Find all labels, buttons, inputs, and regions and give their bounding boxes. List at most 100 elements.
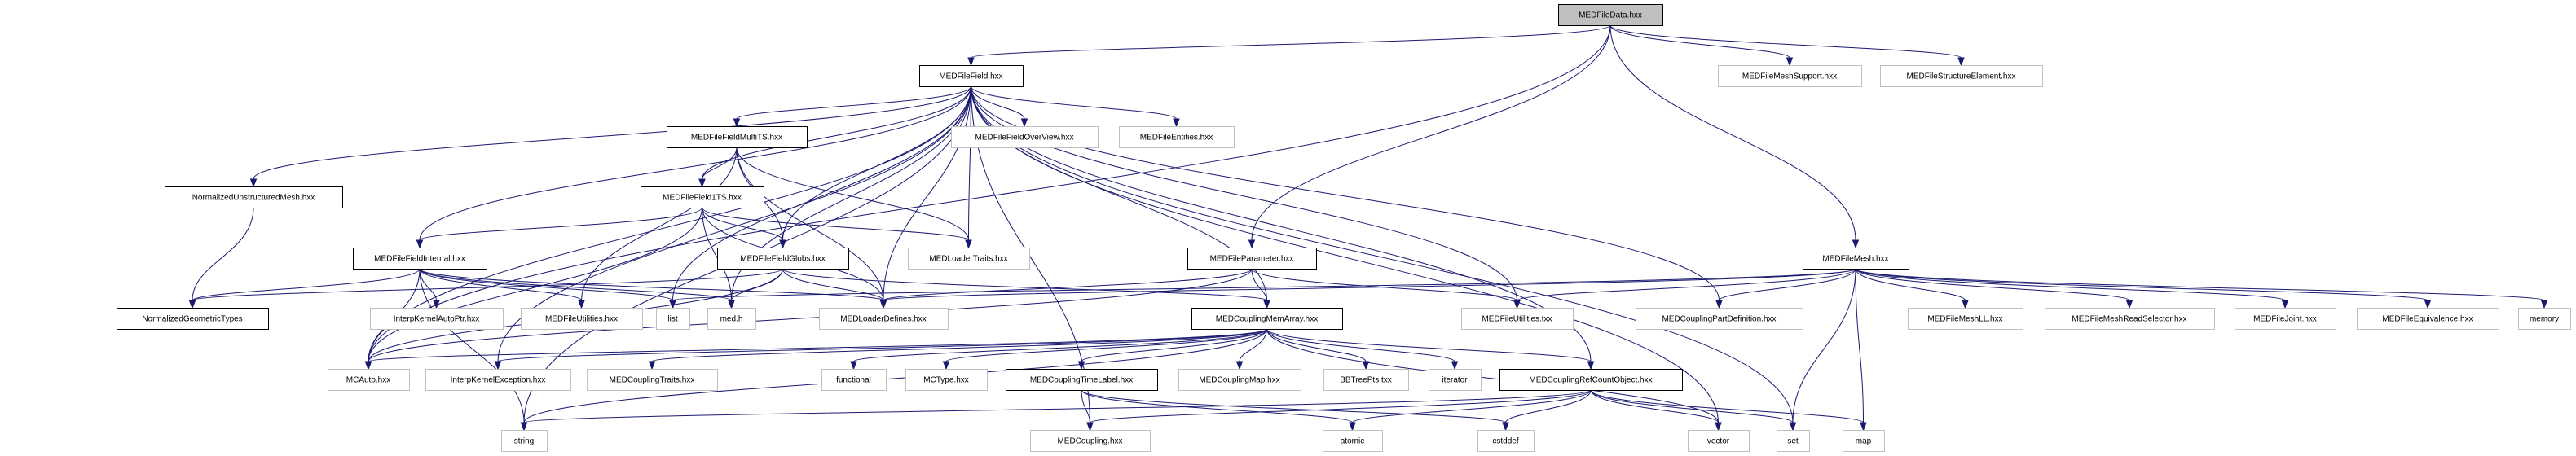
edge-medfile-data-to-medfile-structure-element	[1609, 24, 1965, 67]
node-label: string	[514, 437, 534, 446]
node-medcoupling-time-label[interactable]: MEDCouplingTimeLabel.hxx	[1006, 369, 1158, 391]
node-medfile-parameter[interactable]: MEDFileParameter.hxx	[1187, 248, 1317, 270]
node-map: map	[1843, 430, 1885, 452]
node-label: functional	[836, 376, 871, 385]
edge-medcoupling-ref-count-object-to-atomic	[1349, 389, 1592, 432]
node-medfile-field-internal[interactable]: MEDFileFieldInternal.hxx	[353, 248, 487, 270]
arrowhead-icon	[188, 300, 196, 309]
node-label: MEDCouplingRefCountObject.hxx	[1529, 376, 1652, 385]
node-medfile-data[interactable]: MEDFileData.hxx	[1558, 4, 1663, 26]
node-label: list	[667, 315, 677, 324]
node-medfile-field-multi-ts[interactable]: MEDFileFieldMultiTS.hxx	[667, 126, 808, 148]
node-normalized-geometric-types[interactable]: NormalizedGeometricTypes	[117, 308, 269, 330]
edge-line	[1239, 328, 1267, 362]
arrowhead-icon	[728, 300, 735, 309]
edge-line	[1517, 268, 1856, 301]
node-box	[425, 369, 571, 391]
arrowhead-icon	[1715, 422, 1722, 432]
node-label: MEDFileFieldMultiTS.hxx	[691, 134, 782, 142]
edge-line	[419, 268, 582, 301]
edge-line	[971, 86, 1720, 301]
arrowhead-icon	[1077, 361, 1085, 370]
edge-line	[523, 328, 1267, 423]
edge-medfile-mesh-to-medcoupling-part-definition	[1715, 268, 1856, 309]
edge-line	[1609, 24, 1962, 59]
arrowhead-icon	[1789, 422, 1797, 432]
edge-line	[419, 86, 971, 241]
node-label: MEDFileStructureElement.hxx	[1907, 72, 2016, 81]
edge-line	[1855, 268, 1864, 423]
arrowhead-icon	[1715, 300, 1723, 309]
edge-medcoupling-mem-array-to-medcoupling-ref-count-object	[1266, 328, 1595, 370]
edge-medfile-field-internal-to-normalized-geometric-types	[188, 268, 421, 309]
arrowhead-icon	[1020, 118, 1028, 128]
node-label: MEDFileFieldOverView.hxx	[975, 134, 1074, 142]
node-mctype: MCType.hxx	[905, 369, 988, 391]
edge-medfile-field1-ts-to-medloader-traits	[702, 207, 972, 249]
edge-line	[883, 268, 1253, 301]
edge-line	[971, 86, 1025, 120]
edge-line	[419, 207, 702, 241]
edge-line	[192, 268, 783, 301]
edge-medfile-mesh-to-medfile-mesh-ll	[1855, 268, 1969, 309]
node-box	[1636, 308, 1803, 330]
arrowhead-icon	[967, 57, 975, 67]
arrowhead-icon	[1362, 361, 1370, 370]
edge-line	[1609, 24, 1790, 59]
edge-line	[1855, 268, 2130, 301]
node-cstddef: cstddef	[1477, 430, 1535, 452]
node-medcoupling-mem-array[interactable]: MEDCouplingMemArray.hxx	[1191, 308, 1343, 330]
node-medfile-equivalence: MEDFileEquivalence.hxx	[2357, 308, 2499, 330]
node-box	[1178, 369, 1301, 391]
edge-line	[368, 328, 1267, 362]
node-label: MEDFileField.hxx	[939, 72, 1002, 81]
node-medfile-mesh-ll: MEDFileMeshLL.hxx	[1908, 308, 2023, 330]
edge-line	[253, 86, 971, 180]
node-normalized-unstructured-mesh[interactable]: NormalizedUnstructuredMesh.hxx	[165, 186, 343, 208]
arrowhead-icon	[1957, 57, 1965, 67]
arrowhead-icon	[2125, 300, 2133, 309]
arrowhead-icon	[249, 178, 258, 188]
edge-line	[1855, 268, 1966, 301]
node-medfile-mesh[interactable]: MEDFileMesh.hxx	[1803, 248, 1909, 270]
node-label: MEDCouplingTimeLabel.hxx	[1030, 376, 1133, 385]
node-medfile-field[interactable]: MEDFileField.hxx	[919, 65, 1024, 87]
edge-line	[883, 86, 971, 301]
node-label: MEDCoupling.hxx	[1057, 437, 1122, 446]
edge-line	[672, 268, 1856, 301]
edge-line	[1719, 268, 1856, 301]
node-box	[165, 186, 343, 208]
edge-line	[971, 86, 1177, 120]
node-medcoupling-ref-count-object[interactable]: MEDCouplingRefCountObject.hxx	[1499, 369, 1683, 391]
node-box	[370, 308, 504, 330]
edge-line	[1855, 268, 2286, 301]
node-medfile-field-globs[interactable]: MEDFileFieldGlobs.hxx	[717, 248, 849, 270]
edge-medcoupling-mem-array-to-mctype	[942, 328, 1267, 370]
node-box	[1323, 369, 1409, 391]
node-label: MEDCouplingMap.hxx	[1199, 376, 1280, 385]
arrowhead-icon	[520, 422, 528, 432]
edge-line	[1081, 389, 1090, 423]
node-box	[1429, 369, 1482, 391]
edge-line	[651, 328, 1267, 362]
node-label: iterator	[1442, 376, 1468, 385]
node-label: MCAuto.hxx	[346, 376, 390, 385]
node-medfile-utilities-hxx: MEDFileUtilities.hxx	[521, 308, 643, 330]
edge-line	[1251, 268, 1517, 301]
edge-line	[497, 328, 1267, 362]
edge-medfile-mesh-to-set	[1789, 268, 1856, 432]
arrowhead-icon	[1852, 239, 1860, 249]
node-medfile-field1-ts[interactable]: MEDFileField1TS.hxx	[641, 186, 764, 208]
edge-medcoupling-mem-array-to-medcoupling-traits	[648, 328, 1267, 370]
edge-line	[1792, 268, 1856, 423]
arrowhead-icon	[1587, 361, 1595, 370]
edge-medfile-data-to-medfile-mesh-support	[1609, 24, 1794, 67]
node-box	[2357, 308, 2499, 330]
edge-line	[672, 86, 971, 301]
node-box	[821, 369, 887, 391]
edge-line	[1352, 389, 1592, 423]
node-box	[2518, 308, 2571, 330]
node-label: MEDFileFieldInternal.hxx	[374, 255, 465, 264]
edge-line	[782, 268, 884, 301]
